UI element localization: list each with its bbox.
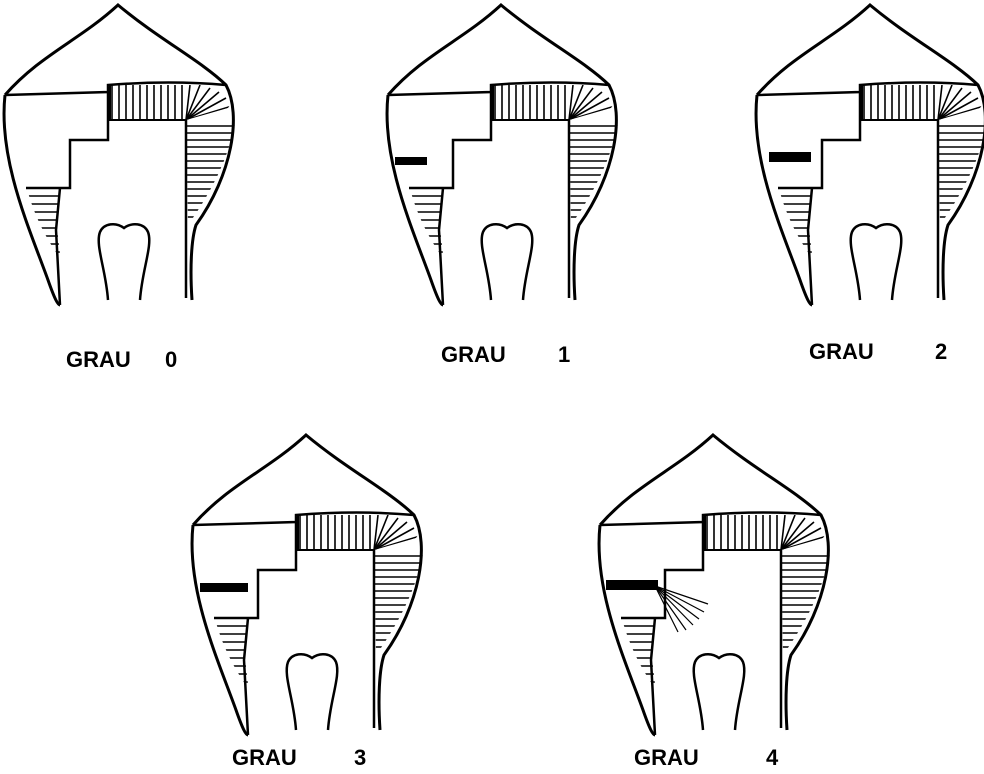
grau-label-1: GRAU xyxy=(441,342,506,367)
lesion-mark xyxy=(200,583,248,592)
tooth-panel-grau-4 xyxy=(599,435,835,735)
grau-number-1: 1 xyxy=(558,342,570,367)
grau-label-0: GRAU xyxy=(66,347,131,372)
lesion-mark xyxy=(395,157,427,165)
grau-number-2: 2 xyxy=(935,339,947,364)
grau-label-4: GRAU xyxy=(634,745,699,770)
grau-number-4: 4 xyxy=(766,745,779,770)
tooth-panel-grau-3 xyxy=(192,435,428,735)
tooth-panel-grau-1 xyxy=(387,5,623,305)
tooth-panel-grau-0 xyxy=(4,5,240,305)
grau-label-2: GRAU xyxy=(809,339,874,364)
grau-number-0: 0 xyxy=(165,347,177,372)
grau-label-3: GRAU xyxy=(232,745,297,770)
lesion-mark xyxy=(769,152,811,162)
grau-number-3: 3 xyxy=(354,745,366,770)
lesion-mark xyxy=(606,580,658,590)
fracture-lines xyxy=(655,586,708,632)
tooth-panel-grau-2 xyxy=(756,5,984,305)
